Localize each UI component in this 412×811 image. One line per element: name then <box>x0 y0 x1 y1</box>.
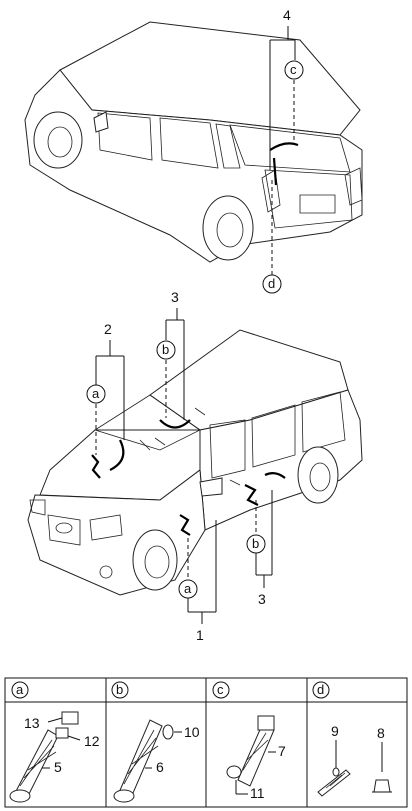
header-b: b <box>116 682 123 697</box>
header-d-circle <box>312 681 330 699</box>
lower-vehicle-front-view <box>27 329 363 596</box>
panel-d-bolt: 9 8 <box>317 723 392 797</box>
label-8: 8 <box>377 725 385 741</box>
label-b-side: b <box>252 536 259 551</box>
label-10: 10 <box>184 724 200 740</box>
label-11: 11 <box>250 785 265 801</box>
label-13: 13 <box>24 715 40 731</box>
label-b-top: b <box>162 342 169 357</box>
bolt-8 <box>373 779 391 793</box>
connector-12 <box>55 727 69 739</box>
clip-10 <box>162 724 174 740</box>
upper-vehicle-rear-view <box>24 21 363 263</box>
label-d-upper: d <box>268 276 275 291</box>
circle-d-upper <box>262 274 282 294</box>
circle-b-top <box>156 340 176 360</box>
header-c: c <box>217 682 224 697</box>
callout-4: 4 <box>283 7 291 23</box>
clip-11 <box>226 765 242 779</box>
label-a-top: a <box>92 386 100 401</box>
callout-1: 1 <box>196 627 204 643</box>
circle-c-upper <box>284 60 304 80</box>
label-12: 12 <box>84 733 100 749</box>
label-5: 5 <box>54 759 62 775</box>
header-b-circle <box>111 681 129 699</box>
connector-13 <box>61 711 79 725</box>
header-d: d <box>317 682 324 697</box>
panel-b-grommet: 10 6 <box>113 719 200 803</box>
label-7: 7 <box>278 743 286 759</box>
upper-callout-group: 4 c d <box>262 7 304 294</box>
header-c-circle <box>212 681 230 699</box>
label-9: 9 <box>331 723 339 739</box>
lower-callout-group: 2 a 3 b b 3 a 1 <box>86 289 273 643</box>
label-6: 6 <box>156 759 164 775</box>
panel-c-grommet: 7 11 <box>226 715 286 801</box>
header-a: a <box>16 682 24 697</box>
detail-table: a b c d 13 12 5 10 <box>4 677 408 808</box>
callout-2: 2 <box>104 321 112 337</box>
label-a-bottom: a <box>184 581 192 596</box>
label-c-upper: c <box>290 62 297 77</box>
header-a-circle <box>11 681 29 699</box>
callout-3-top: 3 <box>171 289 179 305</box>
callout-3-side: 3 <box>258 591 266 607</box>
panel-a-grommet: 13 12 5 <box>9 711 100 803</box>
circle-a-top <box>86 384 106 404</box>
